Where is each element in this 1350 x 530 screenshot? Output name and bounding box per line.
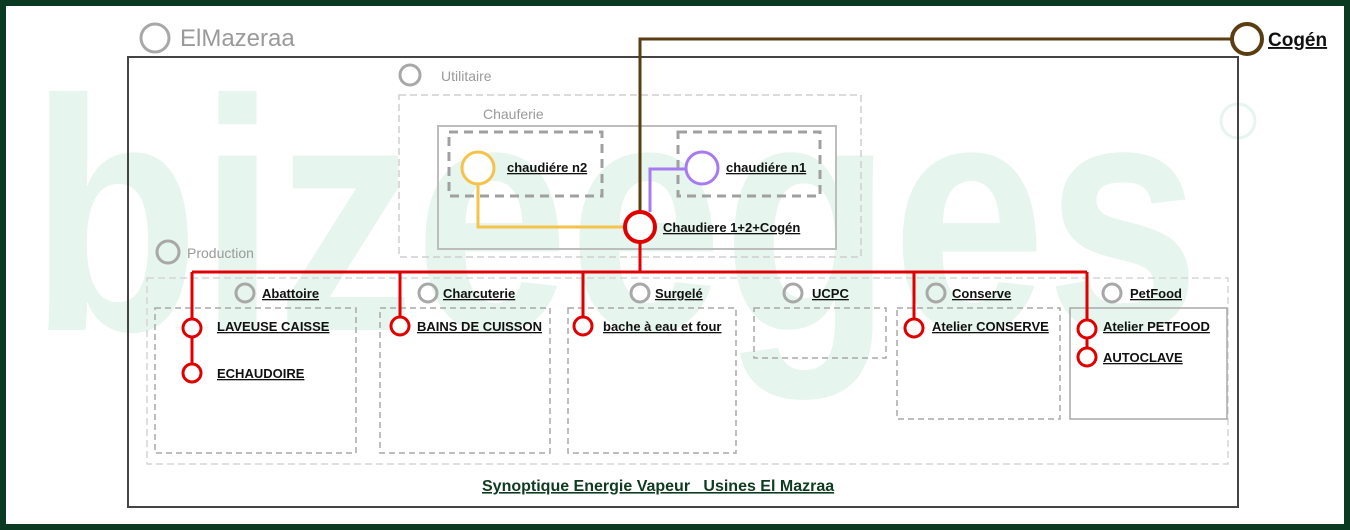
n2-feed-line <box>476 184 626 229</box>
cogen-feed-line <box>638 37 1232 216</box>
chaudiere-n1-label: chaudiére n1 <box>726 160 806 175</box>
dept-label-surgele: Surgelé <box>655 286 703 301</box>
site-title: ElMazeraa <box>180 25 295 52</box>
charcuterie-box <box>379 307 551 454</box>
chaudiere-n2-box <box>447 130 604 198</box>
consumer-label-autoclave: AUTOCLAVE <box>1103 350 1183 365</box>
chaudiere-n1-node-icon[interactable] <box>684 150 720 186</box>
ucpc-box <box>753 307 887 359</box>
steam-network <box>190 243 1089 364</box>
dept-label-petfood: PetFood <box>1130 286 1182 301</box>
n1-feed-line <box>648 167 686 212</box>
footer-caption: Synoptique Energie Vapeur _Usines El Maz… <box>482 478 834 495</box>
dept-label-conserve: Conserve <box>952 286 1011 301</box>
ucpc-node-icon[interactable] <box>782 282 804 304</box>
abattoire-node-icon[interactable] <box>234 282 256 304</box>
chauferie-group <box>437 125 837 250</box>
petfood-node-icon[interactable] <box>1101 282 1123 304</box>
cogen-node-icon[interactable] <box>1230 22 1264 56</box>
consumer-label-echaudoire: ECHAUDOIRE <box>217 366 305 381</box>
dept-label-ucpc: UCPC <box>812 286 849 301</box>
consumer-label-bains-de-cuisson: BAINS DE CUISSON <box>417 319 542 334</box>
consumer-node-icon[interactable] <box>903 317 925 339</box>
synoptic-frame: bizeeges ElMazeraa Utilitaire Chauferie … <box>6 6 1344 524</box>
chaudiere-n1-box <box>676 130 822 198</box>
surgele-node-icon[interactable] <box>629 282 651 304</box>
conserve-box <box>896 307 1061 420</box>
chaudiere-n2-label: chaudiére n2 <box>507 160 587 175</box>
cogen-label[interactable]: Cogén <box>1268 30 1327 51</box>
consumer-node-icon[interactable] <box>181 362 203 384</box>
utilitaire-node-icon[interactable] <box>398 63 422 87</box>
consumer-node-icon[interactable] <box>389 315 411 337</box>
dept-label-abattoire: Abattoire <box>262 286 319 301</box>
chauferie-label: Chauferie <box>483 106 544 122</box>
utilitaire-group <box>398 94 862 258</box>
production-group <box>146 277 1229 465</box>
conserve-node-icon[interactable] <box>925 282 947 304</box>
consumer-node-icon[interactable] <box>1076 318 1098 340</box>
abattoire-box <box>154 307 357 454</box>
surgele-box <box>567 307 737 454</box>
consumer-node-icon[interactable] <box>181 317 203 339</box>
consumer-node-icon[interactable] <box>572 315 594 337</box>
main-boiler-node-icon[interactable] <box>623 210 657 244</box>
utilitaire-label: Utilitaire <box>441 68 492 84</box>
dept-label-charcuterie: Charcuterie <box>443 286 515 301</box>
consumer-label-atelier-petfood: Atelier PETFOOD <box>1103 319 1210 334</box>
consumer-label-laveuse-caisse: LAVEUSE CAISSE <box>217 319 330 334</box>
consumer-label-atelier-conserve: Atelier CONSERVE <box>932 319 1049 334</box>
main-boiler-label: Chaudiere 1+2+Cogén <box>663 220 800 235</box>
production-node-icon[interactable] <box>155 239 181 265</box>
chaudiere-n2-node-icon[interactable] <box>460 150 496 186</box>
charcuterie-node-icon[interactable] <box>417 282 439 304</box>
consumer-label-bache-eau-four: bache à eau et four <box>603 319 721 334</box>
site-container <box>127 56 1239 508</box>
production-label: Production <box>187 245 254 261</box>
watermark-logo: bizeeges <box>30 31 1200 402</box>
consumer-node-icon[interactable] <box>1076 346 1098 368</box>
petfood-box <box>1069 307 1228 420</box>
site-node-icon[interactable] <box>139 22 171 54</box>
